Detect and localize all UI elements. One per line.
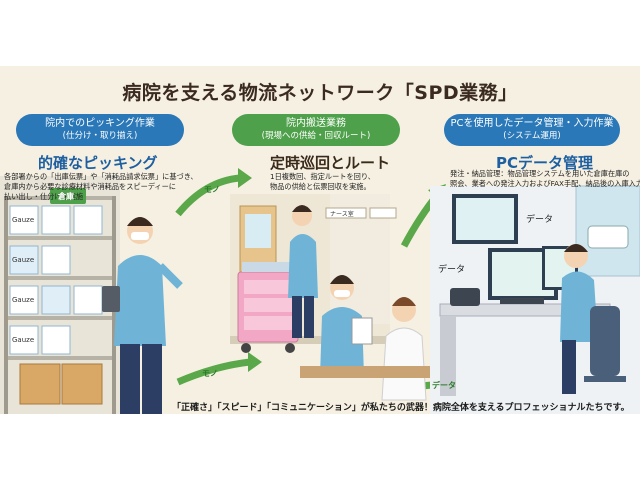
desc-picking-line: 倉庫内から必要な診療材料や消耗品をスピーディーに	[4, 182, 176, 191]
banner-data-sub: (システム運用)	[503, 131, 561, 141]
desc-picking: 各部署からの「出庫伝票」や「消耗品請求伝票」に基づき、 倉庫内から必要な診療材料…	[4, 172, 198, 202]
corridor-sign: ナース室	[330, 211, 354, 218]
desc-data: 発注・納品管理：物品管理システムを用いた倉庫在庫の 照会、業者への発注入力および…	[450, 169, 640, 189]
heading-transport: 定時巡回とルート	[270, 154, 391, 172]
desc-transport-line: 1日複数回、指定ルートを回り、	[270, 172, 375, 181]
banner-data: PCを使用したデータ管理・入力作業 (システム運用)	[444, 114, 620, 146]
banner-data-label: PCを使用したデータ管理・入力作業	[450, 118, 614, 129]
storage-sign-plate	[50, 188, 86, 204]
banner-transport: 院内搬送業務 (現場への供給・回収ルート)	[232, 114, 400, 146]
flow-label-mono-bottom: モノ	[202, 369, 218, 378]
box-label: Gauze	[12, 256, 35, 264]
poster-title: 病院を支える物流ネットワーク「SPD業務」	[122, 82, 518, 104]
desc-data-line: 照会、業者への発注入力およびFAX手配、納品後の入庫入力	[450, 179, 640, 188]
slip-handover	[300, 275, 430, 401]
box-label: Gauze	[12, 216, 35, 224]
desc-data-line: 発注・納品管理：物品管理システムを用いた倉庫在庫の	[450, 169, 630, 178]
illustration	[0, 168, 640, 414]
heading-data: PCデータ管理	[496, 154, 594, 172]
banner-picking-sub: (仕分け・取り揃え)	[62, 131, 138, 141]
storage-sign: 倉庫	[58, 192, 74, 201]
flow-label-data-right: データ	[526, 215, 554, 225]
infographic-poster: 病院を支える物流ネットワーク「SPD業務」 院内でのピッキング作業 (仕分け・取…	[0, 66, 640, 414]
delivery-worker	[288, 205, 318, 338]
picking-worker	[102, 217, 183, 414]
heading-picking: 的確なピッキング	[38, 154, 158, 172]
box-label: Gauze	[12, 336, 35, 344]
flow-label-data-left: データ	[438, 265, 466, 275]
box-label: Gauze	[12, 296, 35, 304]
banner-picking-label: 院内でのピッキング作業	[45, 118, 155, 129]
desc-transport: 1日複数回、指定ルートを回り、 物品の供給と伝票回収を実施。	[270, 172, 375, 192]
desc-picking-line: 各部署からの「出庫伝票」や「消耗品請求伝票」に基づき、	[4, 172, 198, 181]
office-phone	[450, 288, 480, 306]
desc-transport-line: 物品の供給と伝票回収を実施。	[270, 182, 371, 191]
banner-picking: 院内でのピッキング作業 (仕分け・取り揃え)	[16, 114, 184, 146]
poster-caption: 「正確さ」「スピード」「コミュニケーション」が私たちの武器！病院全体を支えるプロ…	[172, 403, 630, 413]
supply-cart	[237, 262, 299, 353]
banner-transport-sub: (現場への供給・回収ルート)	[261, 131, 371, 141]
flow-label-mono-top: モノ	[204, 185, 220, 194]
office-workstation	[430, 185, 640, 414]
flow-label-data-bottom: データ	[432, 381, 456, 390]
desc-picking-line: 払い出し・仕分けを実施	[4, 192, 84, 201]
banner-transport-label: 院内搬送業務	[286, 118, 346, 129]
